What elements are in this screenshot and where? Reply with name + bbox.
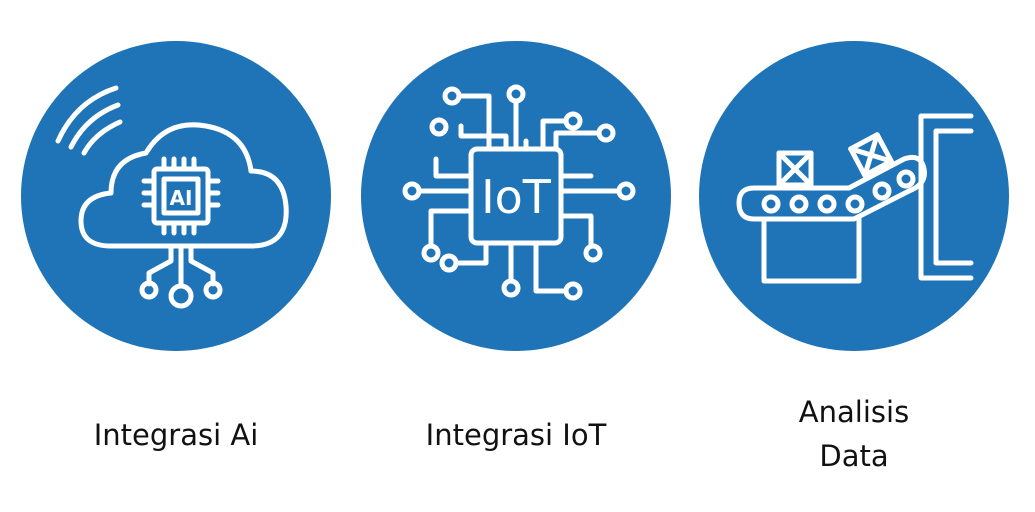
label-analisis-data-line-1: Analisis bbox=[798, 395, 910, 429]
iot-circle: IoT bbox=[361, 41, 671, 351]
data-circle bbox=[699, 41, 1009, 351]
conveyor-belt-icon bbox=[736, 113, 974, 284]
label-integrasi-ai: Integrasi Ai bbox=[93, 418, 259, 452]
ai-cloud-chip-icon: AI bbox=[55, 85, 289, 309]
iot-chip-text: IoT bbox=[481, 170, 552, 224]
label-integrasi-iot: Integrasi IoT bbox=[425, 418, 607, 452]
label-analisis-data: Analisis Data bbox=[694, 390, 1014, 478]
ai-circle: AI bbox=[21, 41, 331, 351]
ai-chip-text: AI bbox=[170, 186, 193, 210]
label-analisis-data-line-2: Data bbox=[819, 439, 889, 473]
iot-circuit-chip-icon: IoT bbox=[402, 84, 636, 301]
